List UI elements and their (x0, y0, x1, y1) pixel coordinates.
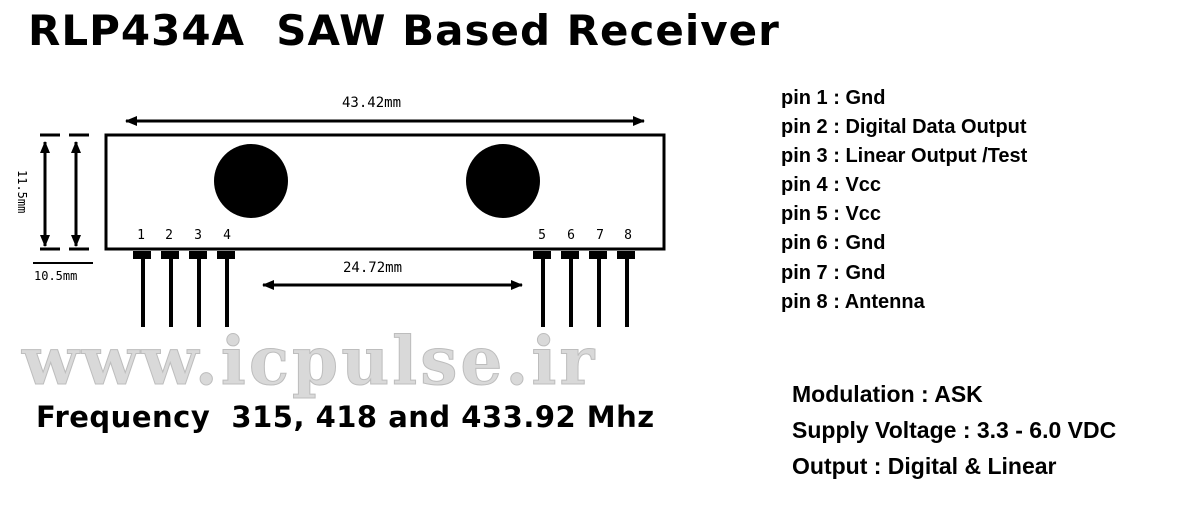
height-dimension-label: 11.5mm (15, 170, 29, 213)
pin-lead-5-leg (541, 251, 545, 327)
modulation-spec: Modulation : ASK (792, 381, 983, 407)
pin-lead-2-leg (169, 251, 173, 327)
pin-lead-3-leg (197, 251, 201, 327)
pin-description: pin 7 : Gnd (781, 261, 886, 284)
pin-lead-7-leg (597, 251, 601, 327)
component-circle-left (214, 144, 288, 218)
pin-lead-6-leg (569, 251, 573, 327)
pin-list: pin 1 : Gnd pin 2 : Digital Data Output … (781, 84, 1027, 317)
diagram-title: RLP434A SAW Based Receiver (28, 6, 780, 55)
pin-description: pin 3 : Linear Output /Test (781, 145, 1028, 168)
pin-description: pin 8 : Antenna (781, 290, 925, 313)
side-dimension-label: 10.5mm (34, 269, 77, 283)
pin-number: 8 (624, 228, 632, 243)
pin-number: 6 (567, 228, 575, 243)
pin-number: 2 (165, 228, 173, 243)
pin-lead-4-leg (225, 251, 229, 327)
watermark: www.icpulse.ir (21, 322, 597, 400)
pin-description: pin 1 : Gnd (781, 87, 886, 109)
pin-description: pin 2 : Digital Data Output (781, 116, 1027, 139)
spec-list: Modulation : ASK Supply Voltage : 3.3 - … (792, 376, 1116, 484)
length-dimension-label: 43.42mm (342, 95, 401, 111)
frequency-label: Frequency 315, 418 and 433.92 Mhz (36, 400, 655, 434)
pin-lead-8-leg (625, 251, 629, 327)
pin-leads (133, 251, 635, 327)
pin-description: pin 5 : Vcc (781, 203, 882, 226)
pin-spacing-dimension-label: 24.72mm (343, 260, 402, 276)
pin-description: pin 4 : Vcc (781, 174, 882, 197)
pin-number: 4 (223, 228, 231, 243)
pin-number: 5 (538, 228, 546, 243)
pin-number: 3 (194, 228, 202, 243)
pin-number: 1 (137, 228, 145, 243)
pin-description: pin 6 : Gnd (781, 232, 886, 255)
supply-voltage-spec: Supply Voltage : 3.3 - 6.0 VDC (792, 417, 1117, 443)
module-body (104, 133, 666, 251)
component-circle-right (466, 144, 540, 218)
pin-number: 7 (596, 228, 604, 243)
pin-lead-1-leg (141, 251, 145, 327)
output-spec: Output : Digital & Linear (792, 453, 1057, 479)
